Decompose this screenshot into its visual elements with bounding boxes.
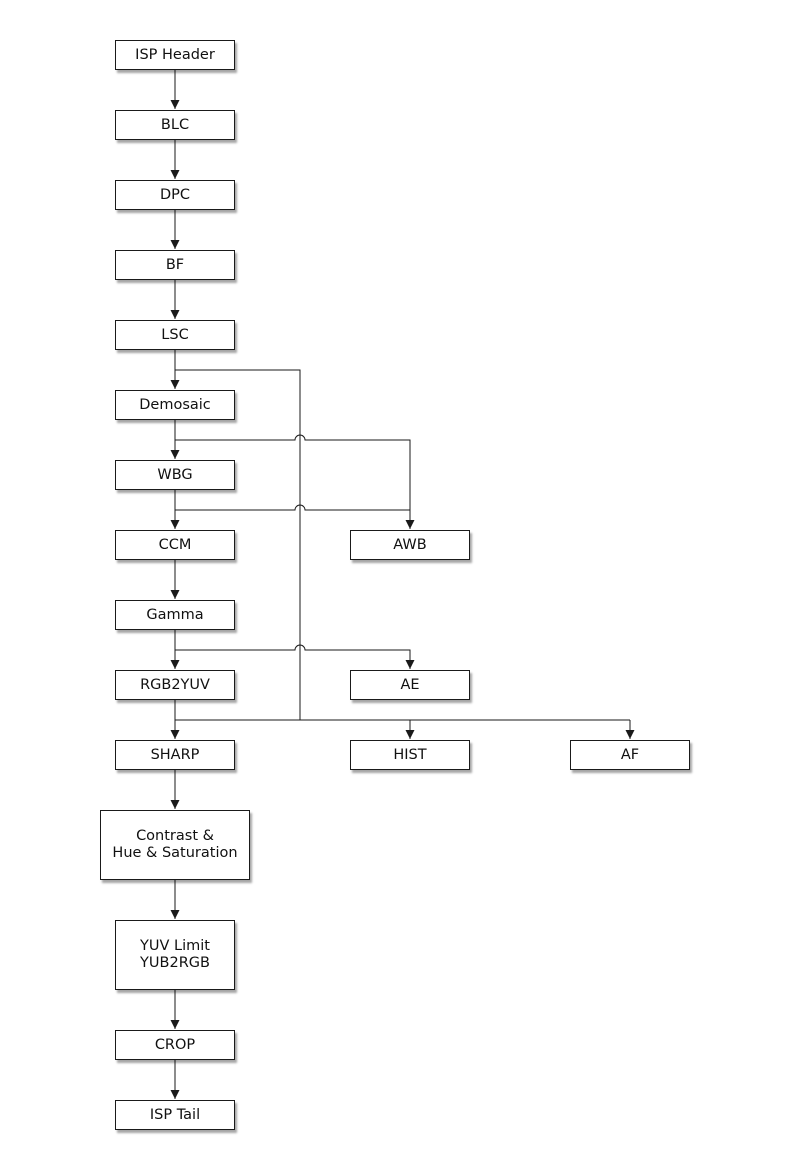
- node-ae: AE: [350, 670, 470, 700]
- node-label: AE: [400, 676, 420, 693]
- node-label: LSC: [161, 326, 189, 343]
- edge-gamma-ae: [175, 644, 415, 669]
- edge-demosaic-awb: [175, 434, 415, 529]
- node-label: BF: [165, 256, 185, 273]
- node-dpc: DPC: [115, 180, 235, 210]
- node-yuv-limit: YUV Limit YUB2RGB: [115, 920, 235, 990]
- node-af: AF: [570, 740, 690, 770]
- node-label: Gamma: [146, 606, 204, 623]
- node-hist: HIST: [350, 740, 470, 770]
- node-gamma: Gamma: [115, 600, 235, 630]
- node-rgb2yuv: RGB2YUV: [115, 670, 235, 700]
- node-label: ISP Header: [135, 46, 215, 63]
- node-contrast-hue-saturation: Contrast & Hue & Saturation: [100, 810, 250, 880]
- node-label: DPC: [159, 186, 191, 203]
- node-ccm: CCM: [115, 530, 235, 560]
- node-label: AF: [620, 746, 640, 763]
- node-sharp: SHARP: [115, 740, 235, 770]
- node-wbg: WBG: [115, 460, 235, 490]
- node-label: BLC: [160, 116, 190, 133]
- node-label-line2: Hue & Saturation: [112, 845, 238, 861]
- node-isp-tail: ISP Tail: [115, 1100, 235, 1130]
- node-label: WBG: [157, 466, 193, 483]
- node-label: SHARP: [150, 746, 200, 763]
- node-label-line1: Contrast &: [136, 828, 214, 844]
- node-label: CROP: [154, 1036, 196, 1053]
- node-label: CCM: [158, 536, 192, 553]
- node-isp-header: ISP Header: [115, 40, 235, 70]
- edge-wbg-awb: [175, 504, 410, 511]
- edge-lsc-bus: [175, 369, 301, 720]
- node-crop: CROP: [115, 1030, 235, 1060]
- node-demosaic: Demosaic: [115, 390, 235, 420]
- node-label-line1: YUV Limit: [140, 938, 210, 954]
- node-lsc: LSC: [115, 320, 235, 350]
- node-label: Demosaic: [139, 396, 211, 413]
- node-label: RGB2YUV: [140, 676, 210, 693]
- node-label: AWB: [393, 536, 427, 553]
- node-bf: BF: [115, 250, 235, 280]
- node-awb: AWB: [350, 530, 470, 560]
- node-blc: BLC: [115, 110, 235, 140]
- node-label: HIST: [393, 746, 427, 763]
- node-label-line2: YUB2RGB: [140, 955, 210, 971]
- node-label: ISP Tail: [149, 1106, 201, 1123]
